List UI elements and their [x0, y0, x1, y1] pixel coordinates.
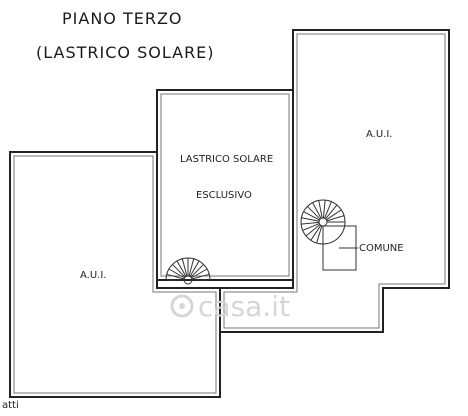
- stair-tread: [326, 209, 342, 221]
- stair-tread: [322, 200, 326, 219]
- stair-tread: [176, 260, 187, 277]
- plan-title-line1: PIANO TERZO: [62, 9, 183, 28]
- plan-title-line2: (LASTRICO SOLARE): [36, 43, 215, 62]
- stair-tread: [166, 273, 185, 280]
- stair-tread: [310, 225, 322, 241]
- stair-tread: [301, 221, 320, 225]
- room-comune: [322, 225, 358, 271]
- watermark-logo: casa.it: [170, 290, 290, 323]
- label-lastrico-line1: LASTRICO SOLARE: [180, 154, 273, 165]
- spiral-stair-lower: [165, 257, 211, 285]
- stair-tread: [324, 201, 332, 219]
- stair-tread: [191, 273, 210, 280]
- stair-tread: [316, 225, 323, 244]
- stair-tread: [181, 258, 188, 277]
- stair-tread: [326, 215, 345, 222]
- label-comune: COMUNE: [359, 243, 404, 254]
- label-aui-left: A.U.I.: [80, 270, 106, 281]
- stair-tread: [190, 264, 204, 278]
- stair-tread: [312, 202, 322, 219]
- stair-tread: [318, 200, 323, 219]
- stair-tread: [305, 224, 321, 237]
- stair-tread: [168, 268, 185, 279]
- stair-tread: [325, 204, 338, 220]
- stair-tread: [302, 223, 320, 231]
- room-lastrico-solare: [156, 89, 294, 281]
- label-aui-right: A.U.I.: [366, 129, 392, 140]
- stair-tread: [303, 211, 320, 221]
- stair-tread: [189, 260, 200, 277]
- footer-text: atti: [2, 400, 19, 411]
- stair-tread: [191, 268, 208, 279]
- stair-tread: [301, 217, 320, 222]
- room-aui-right: [219, 29, 450, 333]
- stair-tread: [307, 206, 321, 220]
- label-lastrico-line2: ESCLUSIVO: [196, 190, 252, 201]
- watermark-text: casa.it: [198, 290, 290, 323]
- stair-tread: [172, 264, 186, 278]
- stair-tread: [188, 258, 195, 277]
